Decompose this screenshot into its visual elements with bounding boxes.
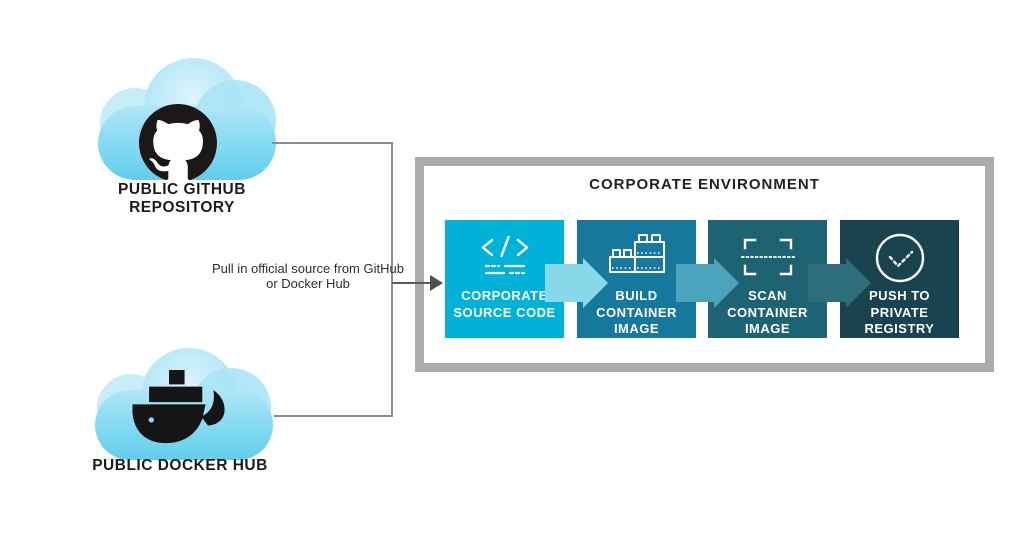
github-source-label: PUBLIC GITHUB REPOSITORY	[118, 181, 246, 217]
connector-docker-horizontal	[274, 415, 393, 417]
step-label: PUSH TO PRIVATE REGISTRY	[864, 288, 935, 337]
connector-github-horizontal	[272, 142, 392, 144]
connector-vertical	[391, 142, 393, 417]
corporate-environment-title: CORPORATE ENVIRONMENT	[589, 176, 820, 193]
docker-whale-icon	[123, 370, 235, 457]
step-corporate-source-code: CORPORATE SOURCE CODE	[445, 220, 564, 338]
github-cloud	[98, 58, 276, 182]
step-label: BUILD CONTAINER IMAGE	[596, 288, 677, 337]
connector-arrow-line	[392, 282, 432, 284]
pull-source-note: Pull in official source from GitHub or D…	[212, 261, 404, 292]
docker-source-label: PUBLIC DOCKER HUB	[92, 457, 268, 474]
docker-cloud	[95, 348, 273, 460]
container-blocks-icon	[606, 231, 668, 285]
check-circle-icon	[871, 231, 929, 285]
scan-frame-icon	[737, 231, 799, 285]
step-label: SCAN CONTAINER IMAGE	[727, 288, 808, 337]
arrow-right-icon	[430, 275, 443, 291]
code-icon	[477, 231, 533, 285]
step-label: CORPORATE SOURCE CODE	[453, 288, 556, 320]
github-octocat-icon	[139, 104, 217, 182]
